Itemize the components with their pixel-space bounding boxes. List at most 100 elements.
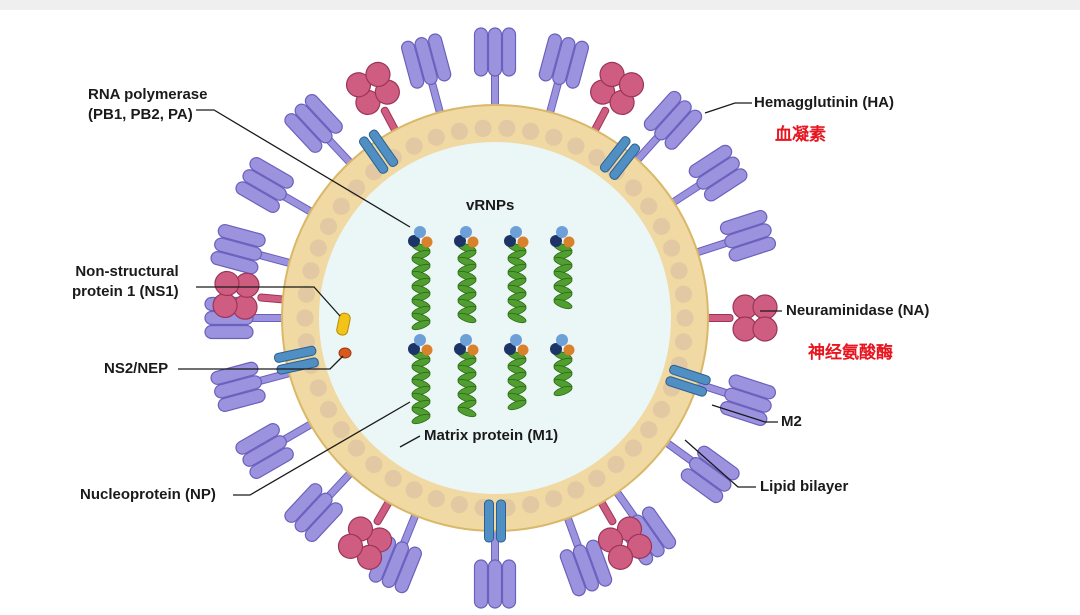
label-lipid-bilayer: Lipid bilayer: [760, 478, 849, 495]
matrix-bead: [405, 481, 423, 499]
na-head: [337, 533, 364, 559]
ha-head: [242, 435, 287, 467]
label-neuraminidase-cn: 神经氨酸酶: [808, 343, 893, 363]
label-matrix: Matrix protein (M1): [424, 427, 559, 444]
ha-head: [304, 94, 343, 134]
ha-head: [696, 156, 740, 190]
matrix-bead: [347, 179, 366, 197]
pb2-subunit: [414, 334, 426, 346]
ha-head: [210, 251, 259, 275]
rna-coil: [411, 413, 431, 425]
pa-subunit: [517, 236, 529, 248]
leader-matrix: [399, 435, 421, 448]
ha-head: [394, 546, 422, 594]
vrnp-segments: [408, 226, 575, 425]
matrix-bead: [365, 455, 383, 473]
ha-head: [284, 113, 323, 153]
ha-head: [501, 559, 517, 609]
top-bar: [0, 0, 1080, 10]
m2-channel: [358, 129, 399, 174]
pb2-subunit: [510, 334, 522, 346]
ha-head: [641, 506, 677, 550]
ha-head: [204, 324, 254, 340]
matrix-bead: [450, 122, 468, 140]
ha-head: [501, 27, 517, 77]
matrix-bead: [319, 217, 338, 236]
ha-head: [242, 169, 287, 201]
matrix-bead: [545, 490, 563, 508]
matrix-bead: [607, 455, 625, 473]
label-ns1: Non-structural protein 1 (NS1): [72, 262, 179, 302]
matrix-bead: [652, 217, 671, 236]
label-vrnps: vRNPs: [466, 197, 515, 214]
matrix-bead: [522, 122, 540, 140]
leader-ns1: [196, 286, 341, 317]
rna-coil: [507, 312, 527, 324]
label-nucleoprotein: Nucleoprotein (NP): [80, 486, 216, 503]
surface-proteins: [204, 27, 778, 609]
vrnp: [454, 226, 479, 324]
ha-head: [688, 456, 732, 492]
pb1-subunit: [454, 235, 466, 247]
matrix-bead: [319, 400, 338, 419]
pb2-subunit: [510, 226, 522, 238]
pa-subunit: [563, 344, 575, 356]
ha-head: [728, 374, 777, 400]
ha-head: [703, 168, 748, 202]
ha-head: [719, 209, 768, 235]
na-head: [752, 316, 778, 342]
pb1-subunit: [550, 235, 562, 247]
rna-coil: [553, 298, 573, 310]
ha-head: [473, 27, 489, 77]
matrix-bead: [567, 137, 585, 155]
ha-head: [428, 33, 452, 82]
vrnp: [550, 226, 575, 310]
leader-hemagglutinin: [704, 102, 752, 114]
hemagglutinin-spike: [473, 517, 517, 609]
pb1-subunit: [550, 343, 562, 355]
matrix-bead: [567, 481, 585, 499]
ha-head: [664, 109, 703, 150]
pa-subunit: [467, 236, 479, 248]
matrix-bead: [624, 439, 643, 457]
matrix-bead: [498, 119, 516, 137]
ns2-protein: [338, 347, 352, 359]
matrix-bead: [450, 496, 468, 514]
m2-subunit: [484, 499, 494, 543]
label-hemagglutinin: Hemagglutinin (HA): [754, 94, 894, 111]
virion-interior: [319, 142, 671, 494]
pa-subunit: [517, 344, 529, 356]
na-head: [618, 72, 645, 98]
matrix-bead: [302, 262, 320, 280]
label-rna-polymerase: RNA polymerase (PB1, PB2, PA): [88, 85, 208, 125]
matrix-protein-layer: [296, 119, 694, 517]
virion-body: [281, 104, 709, 532]
neuraminidase-spike: [337, 490, 398, 570]
matrix-bead: [588, 148, 606, 167]
ha-head: [688, 144, 733, 179]
ha-head: [214, 375, 263, 399]
ha-head: [217, 388, 266, 412]
hemagglutinin-spike: [473, 27, 517, 119]
hemagglutinin-spike: [655, 433, 740, 504]
ha-head: [572, 544, 600, 592]
ha-head: [487, 27, 503, 77]
label-neuraminidase: Neuraminidase (NA): [786, 302, 930, 319]
na-head: [365, 61, 391, 88]
pb2-subunit: [556, 334, 568, 346]
ha-head: [728, 236, 777, 262]
label-ns1-line1: Non-structural: [75, 263, 179, 280]
matrix-bead: [522, 496, 540, 514]
m2-subunit: [665, 376, 708, 397]
label-ns2: NS2/NEP: [104, 360, 169, 377]
matrix-bead: [624, 179, 643, 197]
ha-head: [487, 559, 503, 609]
ha-head: [304, 502, 343, 542]
pb2-subunit: [556, 226, 568, 238]
ha-head: [643, 90, 682, 132]
ha-head: [217, 224, 266, 248]
m2-subunit: [609, 143, 641, 180]
pb2-subunit: [460, 226, 472, 238]
matrix-bead: [405, 137, 423, 155]
